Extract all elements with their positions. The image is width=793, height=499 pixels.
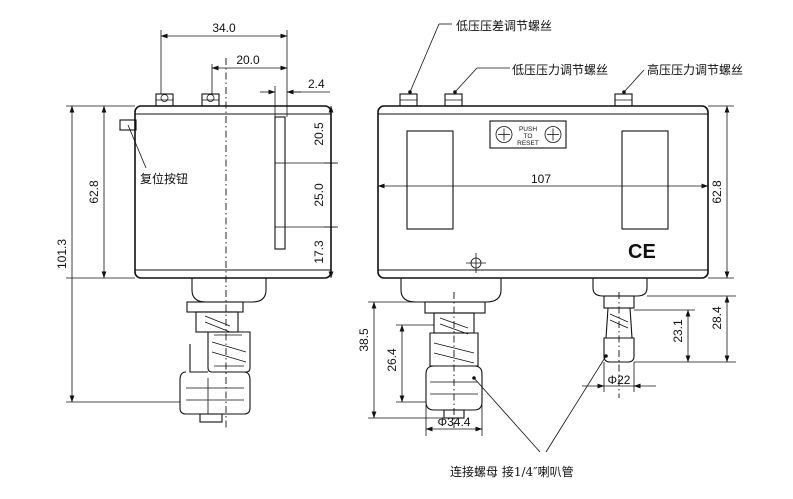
side-screw-right xyxy=(201,93,220,107)
dim-right-nut: 23.1 xyxy=(671,319,685,343)
front-flange-left xyxy=(400,278,502,303)
front-screw-high xyxy=(614,93,633,107)
reset-button-label: 复位按钮 xyxy=(140,171,188,186)
dim-left-fitting: 38.5 xyxy=(357,328,371,352)
reset-button-shape xyxy=(119,119,137,131)
side-nut-lower xyxy=(179,371,251,415)
front-screw-diff xyxy=(399,93,418,107)
dim-side-upper: 20.5 xyxy=(312,122,326,146)
dim-side-width: 34.0 xyxy=(212,21,236,35)
dim-side-middle: 25.0 xyxy=(312,183,326,207)
dim-left-dia: Φ34.4 xyxy=(438,415,471,429)
side-view: 复位按钮 34.0 20.0 2.4 101.3 xyxy=(55,21,338,430)
dim-side-center: 20.0 xyxy=(236,53,260,67)
ce-mark: CE xyxy=(628,241,656,263)
dim-front-width: 107 xyxy=(531,172,551,186)
dim-side-offset: 2.4 xyxy=(308,77,325,91)
dim-front-body-height: 62.8 xyxy=(710,180,724,204)
reset-text-reset: RESET xyxy=(517,140,539,147)
side-protrusion xyxy=(274,116,286,250)
dim-side-total-height: 101.3 xyxy=(55,239,69,269)
label-connection: 连接螺母 接1/4″喇叭管 xyxy=(450,464,574,479)
side-flange xyxy=(191,278,267,303)
front-nut-left-lower xyxy=(425,365,483,411)
front-nut-left-upper xyxy=(429,332,479,367)
side-body xyxy=(134,105,332,279)
reset-knob-right xyxy=(544,126,562,143)
label-high-screw: 高压压力调节螺丝 xyxy=(647,62,743,77)
reset-plate xyxy=(489,120,567,149)
front-screw-low xyxy=(444,93,463,107)
front-view: PUSH TO RESET CE 低压压差调节螺丝 低压压力调节螺丝 xyxy=(357,19,743,479)
front-window-left xyxy=(406,130,454,230)
label-low-screw: 低压压力调节螺丝 xyxy=(512,63,608,77)
dim-side-lower: 17.3 xyxy=(312,240,326,264)
reset-text-push: PUSH xyxy=(519,126,537,133)
reset-text-to: TO xyxy=(524,133,533,140)
dim-right-dia: Φ22 xyxy=(608,373,631,387)
dim-left-nut: 26.4 xyxy=(385,348,399,372)
front-flange-right xyxy=(592,278,648,297)
front-window-right xyxy=(621,130,669,230)
front-body xyxy=(377,105,709,279)
reset-knob-left xyxy=(495,126,513,143)
dim-right-fitting: 28.4 xyxy=(710,306,724,330)
dim-side-body-height: 62.8 xyxy=(87,180,101,204)
side-screw-left xyxy=(155,93,174,107)
label-diff-screw: 低压压差调节螺丝 xyxy=(456,19,552,33)
